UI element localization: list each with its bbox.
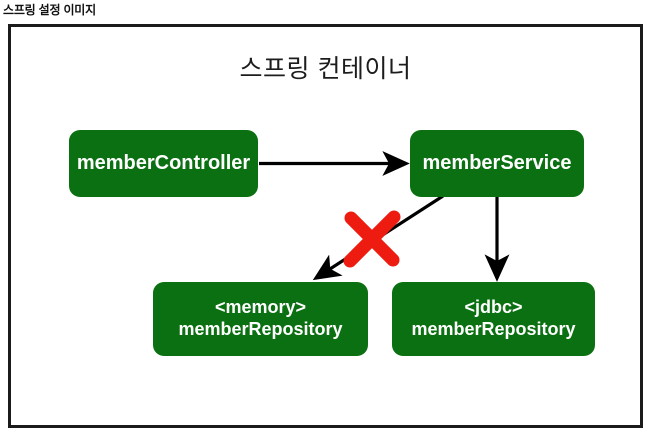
node-label-line1: <memory> (214, 297, 307, 318)
node-label-line1: memberController (76, 152, 251, 175)
connector-service-to-memory-repository (312, 194, 444, 281)
node-label-line2: memberRepository (178, 319, 343, 339)
diagram-title: 스프링 컨테이너 (239, 55, 412, 83)
node-label-line1: <jdbc> (464, 297, 523, 318)
page-heading: 스프링 설정 이미지 (3, 3, 96, 17)
node-jdbc-repository[interactable]: <jdbc> memberRepository (392, 282, 595, 356)
diagram-frame: 스프링 컨테이너 memberController memberService … (8, 24, 643, 428)
node-memory-repository[interactable]: <memory> memberRepository (153, 282, 368, 356)
node-member-controller[interactable]: memberController (69, 130, 258, 197)
node-member-service[interactable]: memberService (410, 130, 584, 197)
node-label-line2: memberRepository (411, 319, 576, 339)
connector-layer (259, 151, 510, 282)
node-label-line1: memberService (422, 152, 572, 175)
